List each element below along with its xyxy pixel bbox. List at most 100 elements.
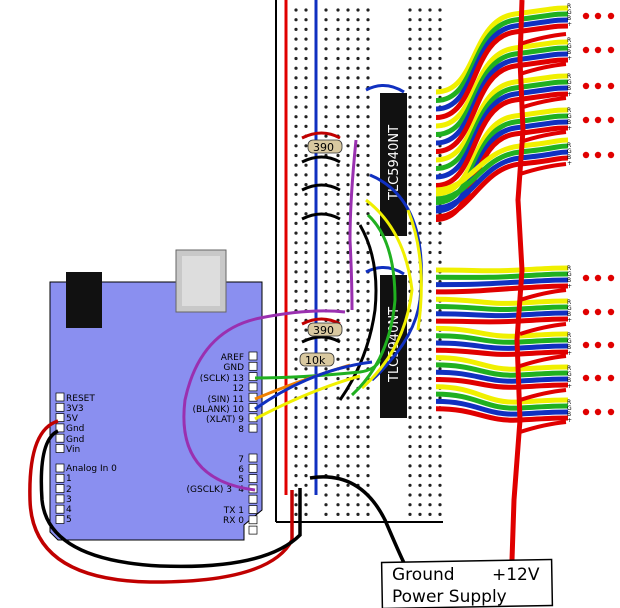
led-dot	[607, 341, 615, 349]
breadboard-hole	[346, 183, 350, 187]
breadboard-hole	[336, 483, 340, 487]
header-pin	[55, 392, 65, 402]
psu-voltage-label: +12V	[492, 565, 540, 585]
breadboard-hole	[294, 503, 298, 507]
breadboard-hole	[304, 8, 308, 12]
breadboard-hole	[428, 202, 432, 206]
breadboard-hole	[336, 299, 340, 303]
breadboard-hole	[408, 183, 412, 187]
led-dot	[594, 374, 602, 382]
breadboard-hole	[324, 503, 328, 507]
breadboard-hole	[324, 105, 328, 109]
breadboard-hole	[336, 493, 340, 497]
pin-label-9: (XLAT) 9	[206, 415, 244, 425]
breadboard-hole	[356, 173, 360, 177]
breadboard-hole	[408, 173, 412, 177]
breadboard-hole	[408, 27, 412, 31]
breadboard-hole	[324, 512, 328, 517]
led-dot	[607, 12, 615, 20]
v12-branch	[519, 130, 567, 144]
v12-branches	[519, 32, 567, 434]
breadboard-hole	[346, 192, 350, 196]
breadboard-hole	[346, 27, 350, 31]
header-pin	[248, 515, 258, 525]
breadboard-hole	[304, 241, 308, 245]
v12-branch	[519, 354, 567, 368]
breadboard-hole	[418, 163, 422, 167]
breadboard-hole	[294, 27, 298, 31]
pin-label-a1: 1	[66, 474, 72, 484]
led-pin-label: +	[567, 383, 572, 390]
arduino-pin-headers	[55, 351, 258, 535]
breadboard-hole	[428, 163, 432, 167]
header-pin	[248, 474, 258, 483]
breadboard-hole	[366, 299, 370, 303]
led-dot	[582, 151, 590, 159]
breadboard-hole	[428, 66, 432, 70]
led-wire	[435, 333, 569, 345]
header-pin	[248, 494, 258, 504]
led-wire	[435, 347, 569, 357]
breadboard-hole	[294, 134, 298, 138]
breadboard-hole	[366, 444, 370, 449]
resistor-3-label: 10k	[305, 354, 326, 367]
breadboard-hole	[294, 202, 298, 206]
led-dot	[607, 151, 615, 159]
breadboard-hole	[336, 241, 340, 245]
header-pin	[55, 413, 65, 422]
led-wire	[435, 45, 569, 137]
led-dot	[607, 408, 615, 416]
breadboard-hole	[294, 241, 298, 245]
breadboard-hole	[438, 18, 442, 22]
breadboard-hole	[408, 231, 412, 235]
breadboard-hole	[346, 47, 350, 51]
breadboard-hole	[408, 47, 412, 51]
rgb-led-3: RGB+	[567, 73, 615, 98]
led-dot	[607, 46, 615, 54]
led-pin-label: B	[567, 277, 571, 284]
led-dot	[594, 341, 602, 349]
breadboard-hole	[294, 318, 298, 322]
breadboard-hole	[356, 270, 360, 274]
led-dot	[582, 374, 590, 382]
breadboard-hole	[336, 173, 340, 177]
led-dot	[582, 82, 590, 90]
breadboard-hole	[304, 270, 308, 274]
rgb-led-9: RGB+	[567, 365, 615, 390]
breadboard-hole	[294, 406, 298, 410]
breadboard-hole	[428, 183, 432, 187]
breadboard-hole	[294, 56, 298, 61]
breadboard-hole	[304, 18, 308, 22]
breadboard-hole	[408, 347, 412, 352]
breadboard-hole	[346, 309, 350, 313]
breadboard-hole	[408, 153, 412, 158]
led-dot	[594, 116, 602, 124]
header-pin	[55, 402, 65, 412]
breadboard-hole	[356, 163, 360, 167]
breadboard-hole	[294, 124, 298, 128]
breadboard-hole	[336, 289, 340, 293]
breadboard-hole	[346, 66, 350, 70]
led-wire	[435, 277, 569, 288]
header-pin	[55, 433, 65, 443]
breadboard-hole	[356, 474, 360, 478]
breadboard-hole	[304, 425, 308, 429]
breadboard-hole	[418, 76, 422, 80]
led-wire	[435, 51, 569, 146]
pin-label-4: 4	[238, 485, 244, 495]
breadboard-hole	[438, 396, 442, 400]
breadboard-hole	[408, 483, 412, 487]
breadboard-hole	[336, 221, 340, 225]
breadboard-hole	[438, 415, 442, 419]
led-dot	[582, 12, 590, 20]
breadboard-hole	[346, 280, 350, 284]
breadboard-hole	[356, 27, 360, 31]
breadboard-hole	[428, 221, 432, 225]
led-pin-label: R	[567, 332, 571, 339]
breadboard-hole	[366, 406, 370, 410]
breadboard-hole	[438, 47, 442, 51]
breadboard-hole	[366, 76, 370, 80]
breadboard-hole	[294, 464, 298, 468]
breadboard-hole	[356, 66, 360, 70]
pin-label-3v3: 3V3	[66, 404, 84, 414]
